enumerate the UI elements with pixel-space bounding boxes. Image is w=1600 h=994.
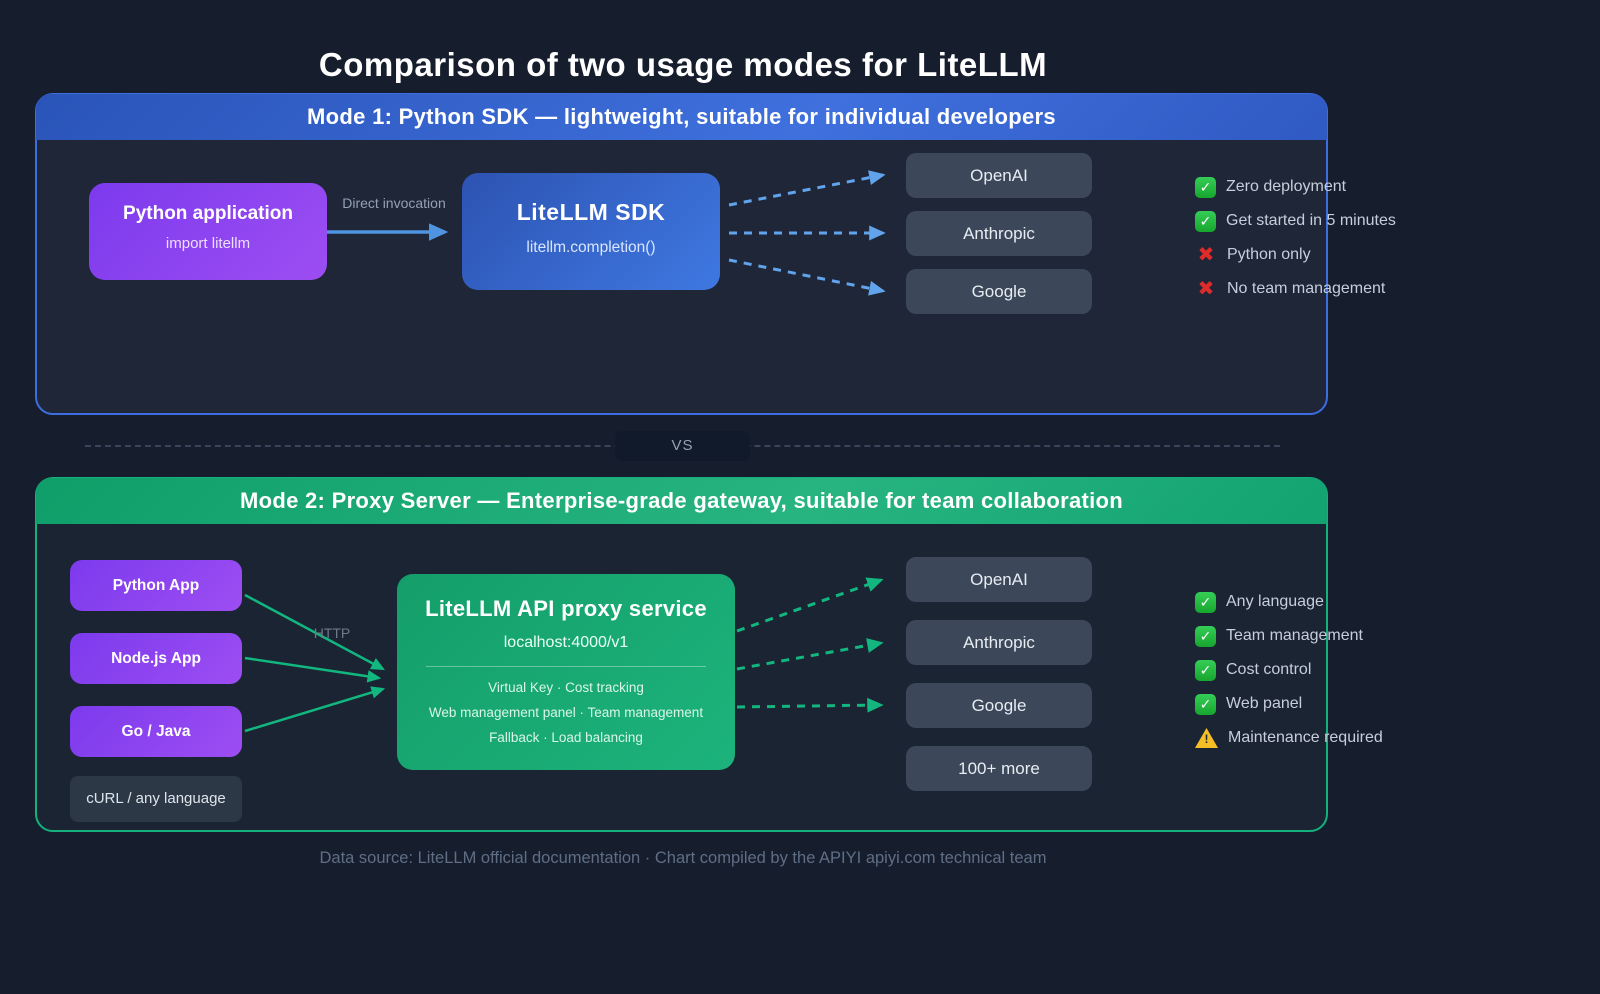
checklist-item: ✓ Get started in 5 minutes [1195, 204, 1396, 238]
proxy-to-openai-arrow [736, 577, 884, 633]
litellm-sdk-node: LiteLLM SDK litellm.completion() [462, 173, 720, 290]
python-app-node: Python App [70, 560, 242, 611]
checklist-item: ✓ Team management [1195, 619, 1383, 653]
check-icon: ✓ [1195, 176, 1216, 198]
direct-invocation-label: Direct invocation [342, 195, 446, 211]
python-application-title: Python application [123, 203, 293, 224]
proxy-feature: Virtual Key · Cost tracking [488, 680, 644, 695]
proxy-feature: Fallback · Load balancing [489, 730, 643, 745]
proxy-subtitle: localhost:4000/v1 [503, 634, 629, 651]
checklist-item: ! Maintenance required [1195, 721, 1383, 755]
curl-any-language-node: cURL / any language [70, 776, 242, 822]
sdk-to-openai-arrow [728, 170, 886, 207]
checklist-item: ✖ Python only [1195, 238, 1396, 272]
http-label: HTTP [313, 625, 351, 641]
proxy-title: LiteLLM API proxy service [425, 596, 707, 621]
checklist-label: Maintenance required [1228, 729, 1383, 746]
mode1-panel: Mode 1: Python SDK — lightweight, suitab… [35, 93, 1396, 415]
check-icon: ✓ [1195, 210, 1216, 232]
checklist-item: ✓ Zero deployment [1195, 170, 1396, 204]
mode1-checklist: ✓ Zero deployment ✓ Get started in 5 min… [1195, 170, 1396, 306]
provider-google: Google [906, 269, 1092, 314]
checklist-label: Any language [1226, 593, 1324, 610]
provider-anthropic: Anthropic [906, 211, 1092, 256]
litellm-sdk-subtitle: litellm.completion() [526, 239, 656, 256]
checklist-label: Get started in 5 minutes [1226, 212, 1396, 229]
warning-icon: ! [1195, 728, 1218, 748]
page-title: Comparison of two usage modes for LiteLL… [318, 46, 1048, 84]
litellm-proxy-node: LiteLLM API proxy service localhost:4000… [397, 574, 735, 770]
provider-openai: OpenAI [906, 557, 1092, 602]
provider-100-more: 100+ more [906, 746, 1092, 791]
checklist-item: ✓ Web panel [1195, 687, 1383, 721]
sdk-to-google-arrow [728, 258, 886, 296]
nodejs-app-node: Node.js App [70, 633, 242, 684]
go-java-node: Go / Java [70, 706, 242, 757]
check-icon: ✓ [1195, 659, 1216, 681]
mode2-checklist: ✓ Any language ✓ Team management ✓ Cost … [1195, 585, 1383, 755]
mode2-header: Mode 2: Proxy Server — Enterprise-grade … [36, 478, 1327, 524]
cross-icon: ✖ [1197, 278, 1215, 300]
mode1-header: Mode 1: Python SDK — lightweight, suitab… [36, 94, 1327, 140]
checklist-label: Cost control [1226, 661, 1312, 678]
proxy-divider [426, 666, 706, 667]
check-icon: ✓ [1195, 591, 1216, 613]
vs-badge: VS [615, 431, 750, 461]
python-application-node: Python application import litellm [89, 183, 327, 280]
checklist-label: No team management [1227, 280, 1386, 297]
check-icon: ✓ [1195, 625, 1216, 647]
proxy-feature: Web management panel · Team management [428, 705, 704, 720]
nodejs-app-arrow [244, 656, 382, 683]
provider-google: Google [906, 683, 1092, 728]
checklist-item: ✖ No team management [1195, 272, 1396, 306]
litellm-sdk-title: LiteLLM SDK [516, 199, 666, 225]
provider-openai: OpenAI [906, 153, 1092, 198]
data-source-footer: Data source: LiteLLM official documentat… [319, 849, 1047, 867]
python-application-subtitle: import litellm [165, 235, 251, 252]
provider-anthropic: Anthropic [906, 620, 1092, 665]
proxy-to-google-arrow [736, 697, 884, 713]
checklist-label: Zero deployment [1226, 178, 1347, 195]
checklist-item: ✓ Cost control [1195, 653, 1383, 687]
cross-icon: ✖ [1197, 244, 1215, 266]
checklist-label: Team management [1226, 627, 1363, 644]
checklist-item: ✓ Any language [1195, 585, 1383, 619]
check-icon: ✓ [1195, 693, 1216, 715]
go-java-arrow [244, 686, 386, 733]
mode2-panel: Mode 2: Proxy Server — Enterprise-grade … [35, 477, 1383, 832]
checklist-label: Python only [1227, 246, 1311, 263]
checklist-label: Web panel [1226, 695, 1303, 712]
proxy-to-anthropic-arrow [736, 638, 884, 671]
